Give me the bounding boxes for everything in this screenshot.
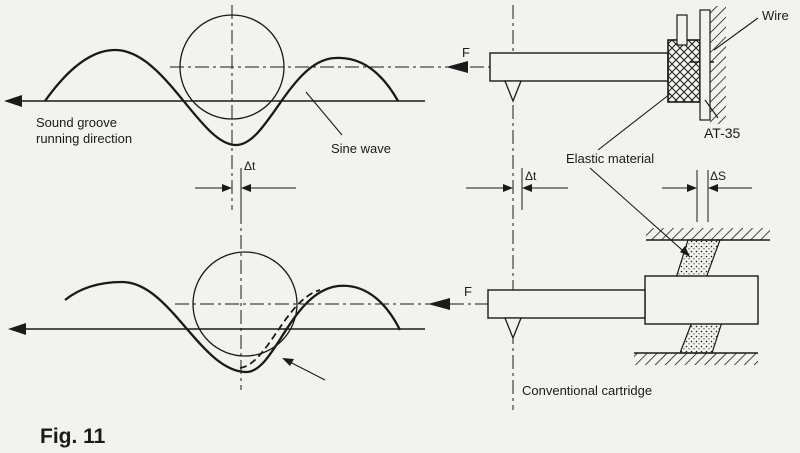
conventional-cartridge-label: Conventional cartridge [522, 383, 652, 398]
conventional-cartridge [487, 228, 770, 365]
delta-t-middle-dimension: Δt [466, 168, 568, 210]
delta-s-dimension: ΔS [662, 169, 752, 222]
bottom-top-mount-hatching [646, 228, 770, 240]
bottom-force-label: F [464, 284, 472, 299]
cartridge-body [644, 275, 759, 325]
top-wall-hatching [710, 6, 726, 124]
top-force-arrowhead [446, 61, 468, 73]
wire-label: Wire [762, 8, 789, 23]
at35-leader-line [704, 99, 719, 119]
elastic-material-upper [675, 239, 721, 279]
delta-t-left-label: Δt [244, 159, 256, 173]
figure-caption: Fig. 11 [40, 425, 106, 448]
at35-label: AT-35 [704, 125, 741, 141]
delta-s-label: ΔS [710, 169, 726, 183]
sound-groove-label-line2: running direction [36, 131, 132, 146]
bottom-delayed-wave-dashed [239, 289, 321, 369]
delta-t-left-dimension: Δt [195, 159, 296, 210]
top-stylus-tip [504, 80, 522, 103]
sine-wave-label: Sine wave [331, 141, 391, 156]
bottom-cantilever [487, 289, 646, 319]
top-force-label: F [462, 45, 470, 60]
bottom-wave-pointer-arrowhead [282, 358, 294, 366]
top-groove-diagram: F [4, 5, 490, 210]
top-cantilever [489, 52, 669, 82]
wire-leader-line [713, 17, 759, 51]
bottom-bottom-mount-hatching [634, 353, 758, 365]
wire-clamp [676, 14, 688, 46]
bottom-wave-pointer-line [285, 359, 326, 381]
elastic-leader-top [597, 93, 671, 151]
bottom-stylus-tip [504, 317, 522, 340]
delta-t-middle-label: Δt [525, 169, 537, 183]
bottom-sine-wave [64, 280, 402, 374]
top-mount-wall [699, 9, 711, 121]
elastic-leader-bottom [589, 167, 691, 258]
bottom-force-arrowhead [428, 298, 450, 310]
elastic-material-lower [679, 321, 723, 354]
elastic-material-label: Elastic material [566, 151, 654, 166]
at35-cartridge: Wire AT-35 [489, 5, 789, 410]
bottom-groove-arrowhead [8, 323, 26, 335]
sine-wave-leader-line [305, 91, 343, 136]
sound-groove-label-line1: Sound groove [36, 115, 117, 130]
top-sine-wave [44, 48, 400, 147]
elastic-block-crosshatched [667, 39, 701, 103]
bottom-groove-diagram: F [8, 210, 490, 390]
top-groove-arrowhead [4, 95, 22, 107]
